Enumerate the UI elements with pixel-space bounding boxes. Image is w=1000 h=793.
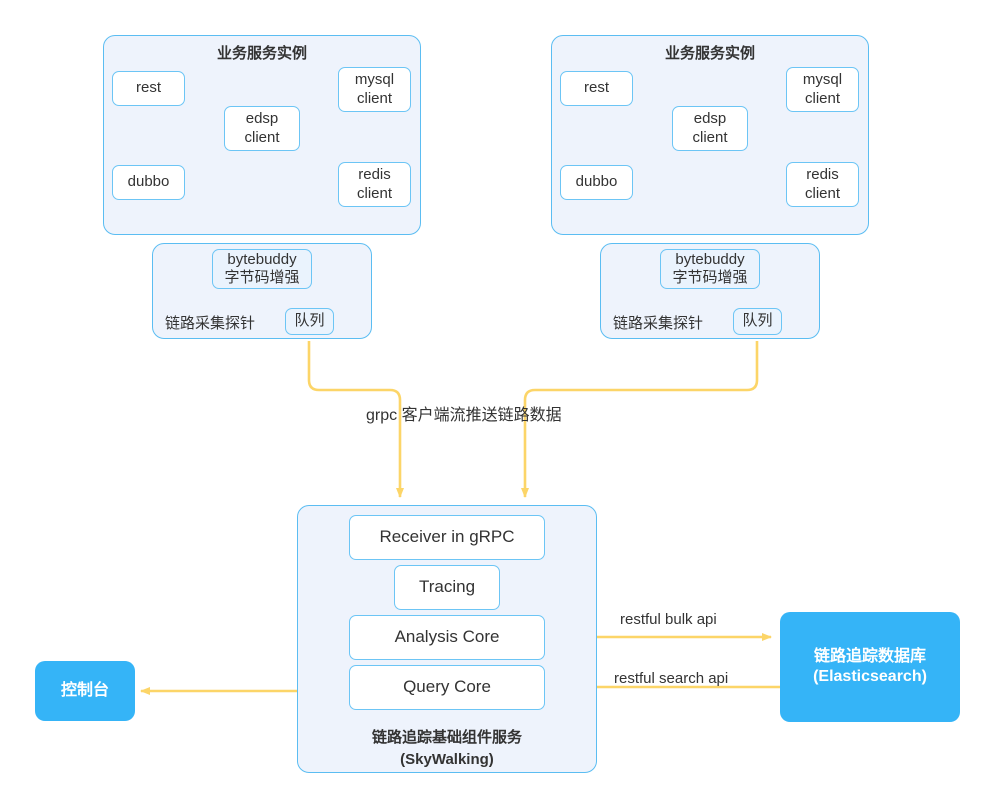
module-receiver-in-grpc[interactable]: Receiver in gRPC [349,515,545,560]
console-label: 控制台 [60,682,109,700]
search-api-label: restful search api [614,670,729,687]
component-label: dubbo [127,173,170,191]
queue-box-right[interactable]: 队列 [733,308,782,335]
component-edsp-client-right[interactable]: edsp client [672,106,748,151]
component-label-line1: redis [806,166,839,184]
component-edsp-client-left[interactable]: edsp client [224,106,300,151]
component-rest-left[interactable]: rest [112,71,185,106]
module-label: Analysis Core [394,627,500,647]
component-mysql-client-right[interactable]: mysql client [786,67,859,112]
component-mysql-client-left[interactable]: mysql client [338,67,411,112]
component-redis-client-left[interactable]: redis client [338,162,411,207]
skywalking-caption-line2: (SkyWalking) [400,751,494,768]
bytebuddy-label-line1: bytebuddy [675,250,745,268]
component-label-line2: client [356,184,393,202]
trace-database-label-line2: (Elasticsearch) [813,668,927,685]
component-redis-client-right[interactable]: redis client [786,162,859,207]
component-label-line2: client [804,184,841,202]
component-label: rest [135,79,161,97]
component-label-line1: mysql [354,71,395,89]
bulk-api-label: restful bulk api [620,611,717,628]
bytebuddy-box-left[interactable]: bytebuddy 字节码增强 [212,249,312,289]
module-tracing[interactable]: Tracing [394,565,500,610]
component-label-line1: mysql [802,71,843,89]
module-analysis-core[interactable]: Analysis Core [349,615,545,660]
queue-box-left[interactable]: 队列 [285,308,334,335]
trace-database-label-line1: 链路追踪数据库 [813,648,926,666]
console-box[interactable]: 控制台 [35,661,135,721]
component-dubbo-right[interactable]: dubbo [560,165,633,200]
bytebuddy-label-line2: 字节码增强 [672,269,748,286]
component-dubbo-left[interactable]: dubbo [112,165,185,200]
bytebuddy-box-right[interactable]: bytebuddy 字节码增强 [660,249,760,289]
module-label: Query Core [403,677,491,697]
service-instance-right-title: 业务服务实例 [664,45,755,62]
component-label: dubbo [575,173,618,191]
component-label-line1: edsp [245,110,279,128]
probe-label-right: 链路采集探针 [613,315,704,332]
component-label-line2: client [804,89,841,107]
skywalking-caption-line1: 链路追踪基础组件服务 [371,729,522,746]
module-label: Receiver in gRPC [379,527,515,547]
module-label: Tracing [418,577,476,597]
component-label-line2: client [244,128,280,146]
component-label-line1: redis [358,166,391,184]
probe-label-left: 链路采集探针 [165,315,256,332]
component-label-line2: client [356,89,393,107]
service-instance-left-title: 业务服务实例 [216,45,307,62]
component-label-line1: edsp [693,110,727,128]
component-rest-right[interactable]: rest [560,71,633,106]
module-query-core[interactable]: Query Core [349,665,545,710]
bytebuddy-label-line2: 字节码增强 [224,269,300,286]
component-label-line2: client [692,128,728,146]
queue-label: 队列 [742,312,773,330]
trace-database-box[interactable]: 链路追踪数据库 (Elasticsearch) [780,612,960,722]
bytebuddy-label-line1: bytebuddy [227,250,297,268]
component-label: rest [583,79,609,97]
grpc-transport-label: grpc 客户端流推送链路数据 [366,407,562,424]
queue-label: 队列 [294,312,325,330]
